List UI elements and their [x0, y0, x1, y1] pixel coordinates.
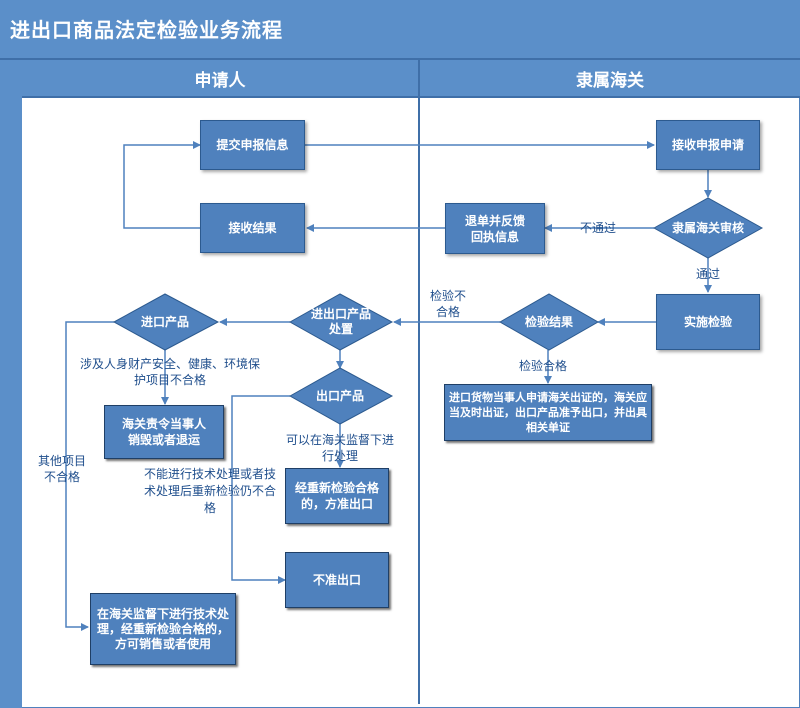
- disposal-diamond-label: 进出口产品处置: [310, 307, 371, 336]
- label-inspect-fail: 检验不合格: [429, 289, 466, 319]
- import-product-diamond-label: 进口产品: [140, 314, 189, 329]
- diagram-title: 进出口商品法定检验业务流程: [10, 18, 283, 42]
- arrow-export-to-noexport: [231, 395, 290, 584]
- inspect-result-diamond-label: 检验结果: [524, 314, 573, 329]
- review-diamond-label: 隶属海关审核: [671, 220, 744, 235]
- lane-divider: [418, 60, 420, 704]
- import-product-diamond: [112, 293, 220, 351]
- lane-header-customs: 隶属海关: [420, 60, 800, 98]
- submit-declaration-box: 提交申报信息: [200, 120, 305, 170]
- label-cannot-process: 不能进行技术处理或者技术处理后重新检验仍不合格: [144, 467, 277, 515]
- label-not-pass: 不通过: [580, 221, 617, 235]
- left-strip: [0, 60, 22, 708]
- destroy-or-return-box: 海关责令当事人销毁或者退运: [104, 405, 224, 459]
- title-bar: 进出口商品法定检验业务流程: [0, 0, 800, 60]
- inspect-result-diamond: [498, 293, 600, 351]
- label-other-fail: 其他项目不合格: [37, 454, 86, 484]
- export-product-diamond-label: 出口产品: [315, 388, 364, 403]
- arrow-import-to-tech: [65, 321, 114, 631]
- technical-process-box: 在海关监督下进行技术处理，经重新检验合格的，方可销售或者使用: [90, 593, 236, 665]
- arrow-result-loop: [123, 141, 201, 229]
- no-export-box: 不准出口: [285, 552, 389, 608]
- return-receipt-box: 退单并反馈回执信息: [445, 203, 545, 254]
- qualified-certificate-box: 进口货物当事人申请海关出证的，海关应当及时出证，出口产品准予出口，并出具相关单证: [444, 384, 652, 441]
- receive-result-box: 接收结果: [200, 203, 305, 253]
- disposal-diamond: [288, 293, 394, 351]
- receive-application-box: 接收申报申请: [656, 120, 760, 170]
- recheck-export-box: 经重新检验合格的，方准出口: [285, 468, 389, 524]
- label-inspect-pass: 检验合格: [519, 359, 568, 373]
- label-safety-fail: 涉及人身财产安全、健康、环境保护项目不合格: [79, 357, 260, 387]
- label-can-process: 可以在海关监督下进行处理: [285, 433, 394, 463]
- label-pass: 通过: [696, 267, 721, 281]
- lane-header-applicant: 申请人: [22, 60, 418, 98]
- export-product-diamond: [288, 367, 394, 425]
- review-diamond: [652, 197, 764, 259]
- implement-inspection-box: 实施检验: [656, 294, 760, 350]
